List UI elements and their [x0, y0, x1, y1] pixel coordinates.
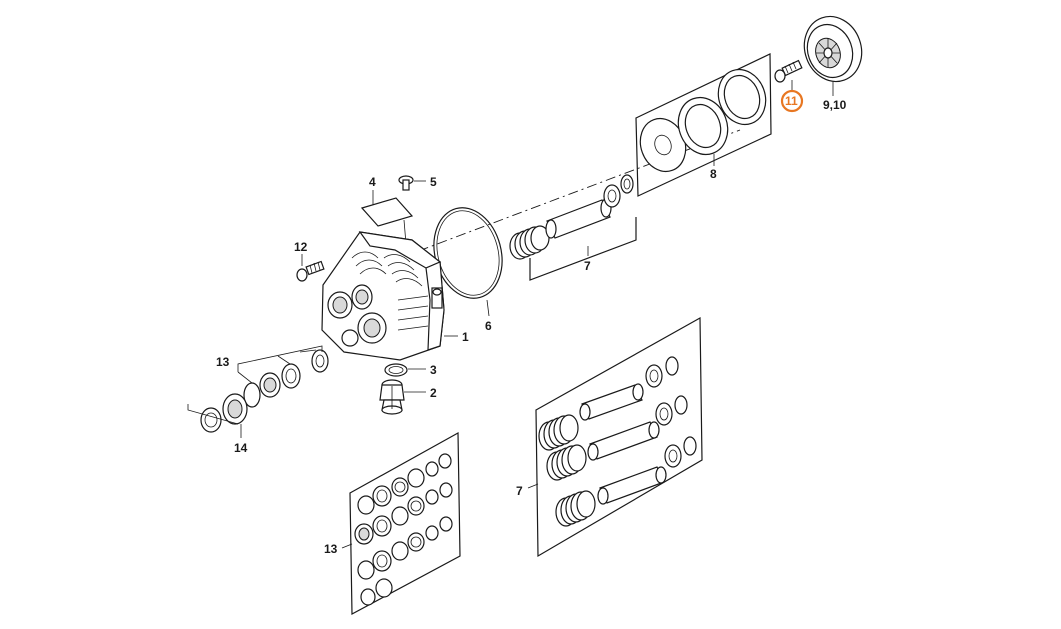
callout-11: 11	[785, 94, 798, 108]
assembly-axis-line	[399, 129, 741, 259]
part-shaft-seal-set-13	[237, 345, 329, 408]
part-screw-11	[774, 59, 803, 83]
part-valve-kit-panel-7	[535, 316, 703, 558]
callout-13-lower: 13	[324, 542, 338, 556]
callout-12: 12	[294, 240, 308, 254]
part-o-ring-3	[384, 363, 408, 377]
part-screw-12	[296, 260, 325, 282]
callout-6: 6	[485, 319, 492, 333]
callout-13-upper: 13	[216, 355, 230, 369]
part-screw-5	[398, 175, 414, 191]
part-valve-set-7-upper	[509, 174, 637, 281]
callout-9-10: 9,10	[823, 98, 847, 112]
callout-7-lower: 7	[516, 484, 523, 498]
part-valve-seal-kit-8	[635, 53, 772, 197]
callout-11-highlight-ring	[780, 89, 804, 113]
callout-4: 4	[369, 175, 376, 189]
callout-2: 2	[430, 386, 437, 400]
part-pump-housing-1	[321, 231, 445, 361]
callout-14: 14	[234, 441, 248, 455]
callout-8: 8	[710, 167, 717, 181]
callout-3: 3	[430, 363, 437, 377]
part-drain-plug-2	[379, 379, 405, 415]
callout-5: 5	[430, 175, 437, 189]
callout-7-upper: 7	[584, 259, 591, 273]
part-shaft-seal-14	[187, 393, 248, 433]
part-seal-kit-panel-13	[349, 431, 461, 615]
callout-1: 1	[462, 330, 469, 344]
part-cover-disc	[803, 15, 863, 83]
